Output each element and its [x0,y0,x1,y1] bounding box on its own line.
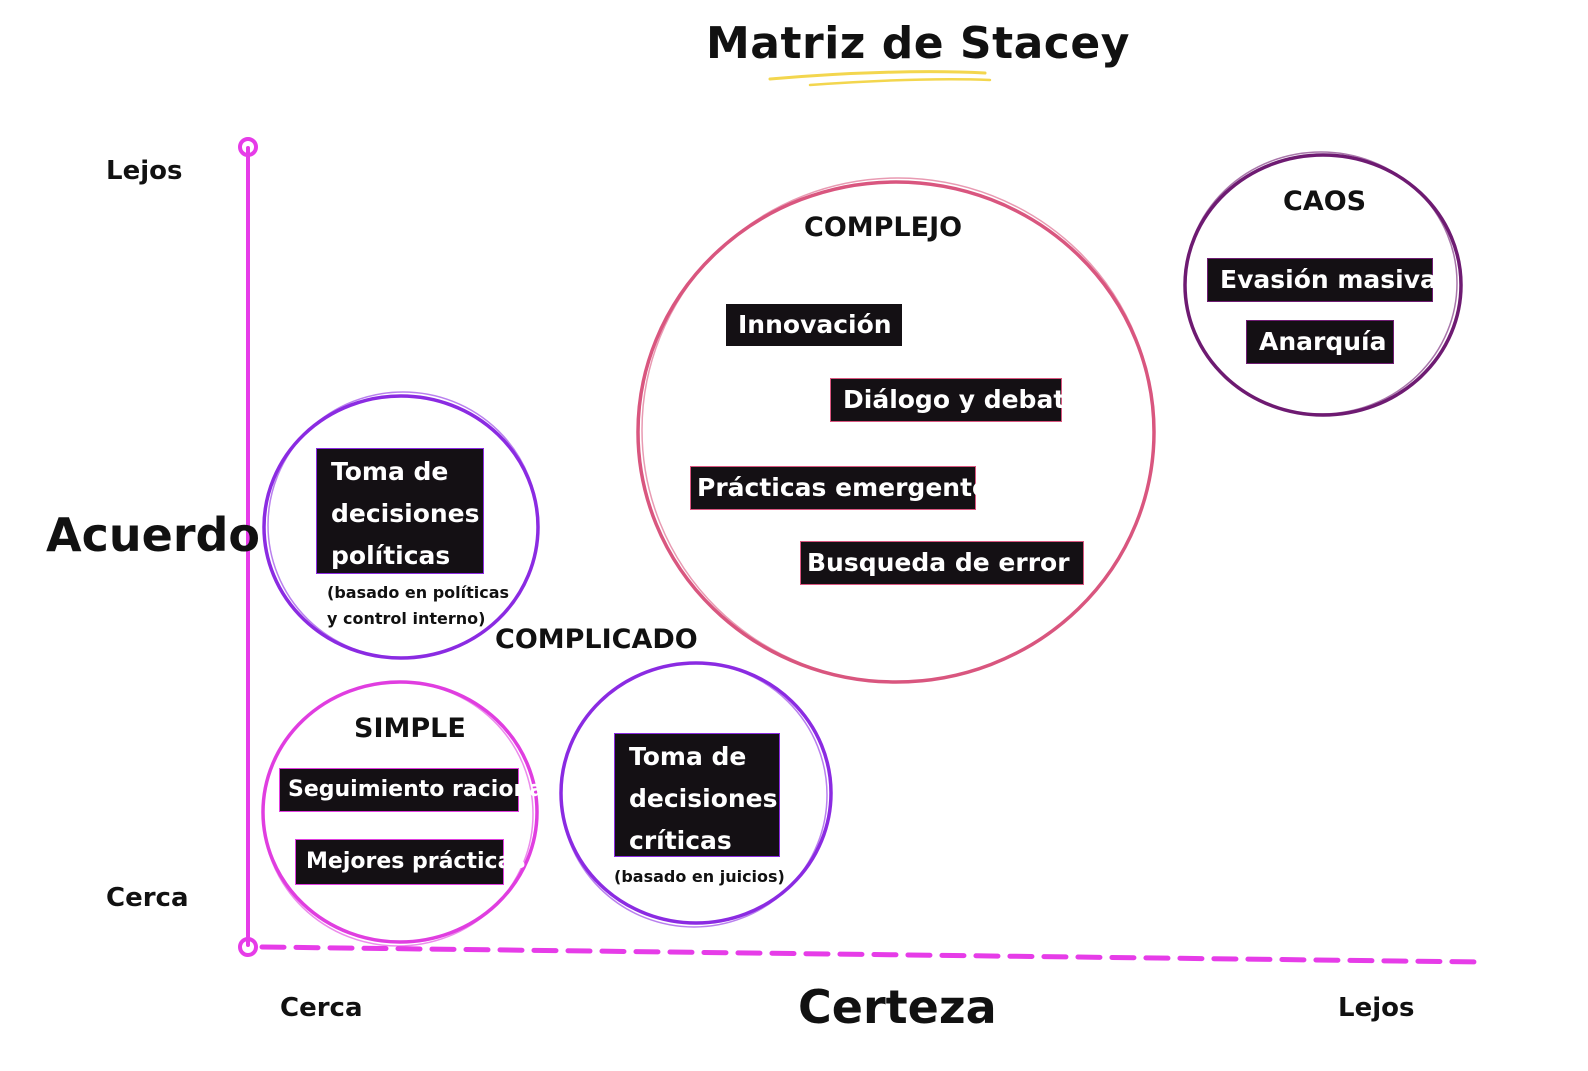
criticas-note: (basado en juicios) [614,867,785,886]
complejo-item-practicas: Prácticas emergentes [690,466,1004,510]
origin-marker [238,937,258,957]
complejo-item-innovacion: Innovación [726,304,902,346]
criticas-line-3: críticas [629,826,732,855]
simple-item-seguimiento: Seguimiento racional [279,768,552,813]
politicas-box: Toma de decisiones políticas [316,448,484,574]
criticas-line-2: decisiones [629,784,778,813]
criticas-line-1: Toma de [629,742,747,771]
y-axis-top-marker [238,137,258,157]
politicas-circle-stroke2 [267,391,539,659]
caos-circle-stroke2 [1184,151,1458,415]
complejo-title: COMPLEJO [804,212,963,243]
politicas-note-line-1: (basado en políticas [327,583,510,602]
caos-item-anarquia: Anarquía [1246,320,1394,364]
politicas-note-line-2: y control interno) [327,609,486,628]
criticas-circle-stroke2 [560,662,828,928]
y-axis-top-label: Lejos [106,156,183,186]
complejo-item-busqueda: Busqueda de error [800,541,1084,585]
politicas-line-3: políticas [331,541,451,570]
caos-item-evasion: Evasión masiva [1207,258,1437,302]
caos-title: CAOS [1283,186,1367,217]
title-underline-2 [808,77,992,87]
x-axis-line [259,944,1483,965]
y-axis-title: Acuerdo [46,508,261,562]
criticas-box: Toma de decisiones críticas [614,733,780,857]
simple-title: SIMPLE [354,713,466,744]
politicas-note: (basado en políticas y control interno) [327,580,509,632]
complejo-circle-stroke2 [641,177,1155,683]
diagram-title: Matriz de Stacey [706,18,1130,69]
politicas-line-2: decisiones [331,499,480,528]
x-axis-title: Certeza [798,980,997,1034]
simple-item-mejores: Mejores prácticas [295,839,526,886]
title-underline [768,70,987,81]
y-axis-bottom-label: Cerca [106,883,189,913]
complejo-item-dialogo: Diálogo y debate [830,378,1082,422]
politicas-line-1: Toma de [331,457,449,486]
x-axis-right-label: Lejos [1338,993,1415,1023]
x-axis-left-label: Cerca [280,993,363,1023]
complicado-title: COMPLICADO [495,624,698,655]
simple-circle-stroke2 [262,681,534,947]
